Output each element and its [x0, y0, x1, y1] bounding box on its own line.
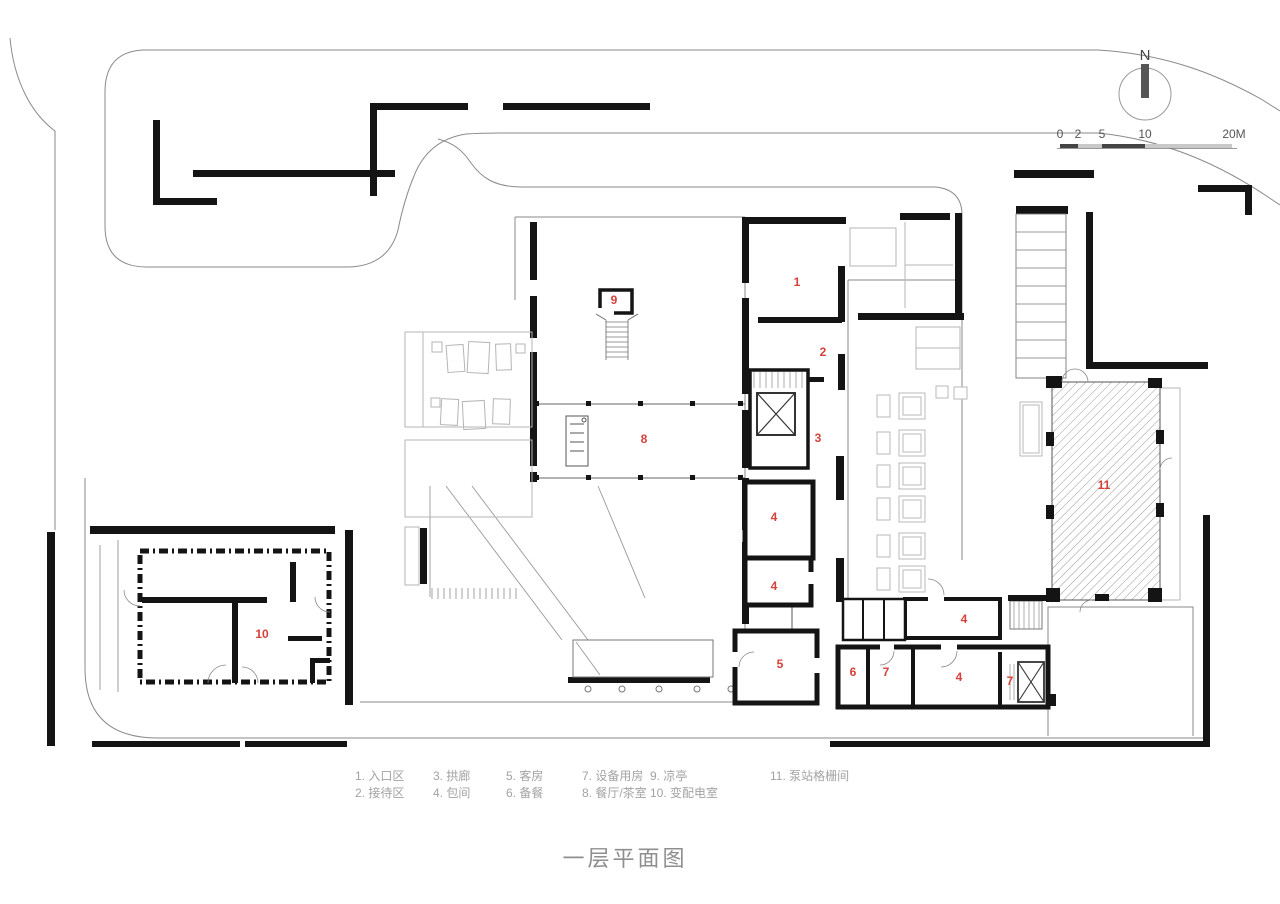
site-roads — [9, 37, 1280, 739]
south-wing-rooms — [731, 479, 1051, 710]
south-porch — [572, 639, 735, 693]
scale-label-0: 0 — [1057, 127, 1064, 141]
hall-furniture — [565, 415, 589, 467]
pavilion-room9 — [595, 288, 639, 360]
scale-label-10: 10 — [1138, 127, 1152, 141]
north-arrow-icon: N — [1118, 47, 1172, 121]
pump-room — [1046, 368, 1181, 613]
ne-terrace-furniture — [849, 222, 961, 370]
north-east-stair — [1015, 213, 1067, 379]
elevator-core — [748, 368, 810, 470]
main-building — [404, 170, 1252, 710]
lounge-terrace — [404, 331, 533, 586]
garden-paths — [429, 485, 646, 641]
paver-courtyard — [876, 385, 1043, 593]
scale-label-2: 2 — [1075, 127, 1082, 141]
drawing-title: 一层平面图 — [562, 846, 688, 871]
garden-walls — [153, 103, 650, 205]
scale-label-20m: 20M — [1222, 127, 1245, 141]
site-boundary-walls — [47, 515, 1210, 747]
transformer-building — [99, 540, 332, 692]
scale-bar: 0 2 5 10 20M — [1057, 127, 1246, 149]
scale-label-5: 5 — [1099, 127, 1106, 141]
north-label: N — [1140, 47, 1151, 64]
